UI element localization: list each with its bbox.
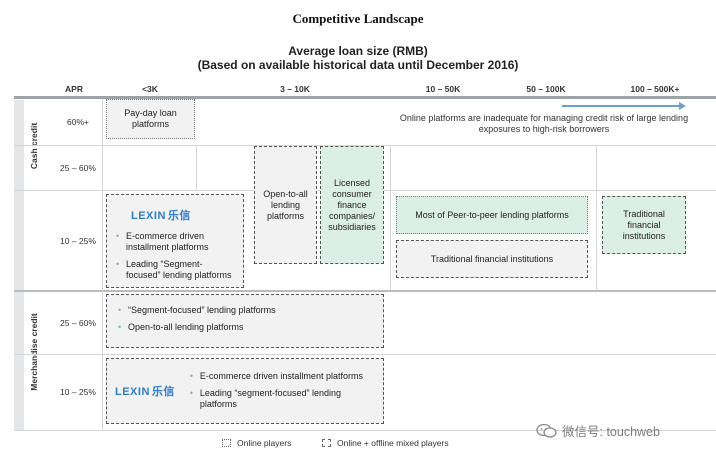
apr-row-10-25-merch: 10 – 25%: [60, 387, 96, 397]
side-band-merchandise: [14, 292, 24, 430]
col-header-3-10k: 3 – 10K: [280, 84, 310, 94]
apr-row-25-60-merch: 25 – 60%: [60, 318, 96, 328]
col-header-50-100k: 50 – 100K: [526, 84, 566, 94]
grid-line: [14, 145, 716, 146]
col-header-100-500k: 100 – 500K+: [630, 84, 680, 94]
arrow-line: [562, 105, 680, 107]
chart-title-line1: Average loan size (RMB): [288, 44, 428, 58]
side-band-cash: [14, 100, 24, 290]
chart-title: Average loan size (RMB) (Based on availa…: [0, 44, 716, 72]
watermark-text: 微信号: touchweb: [562, 425, 660, 439]
note-online-platforms: Online platforms are inadequate for mana…: [399, 113, 689, 134]
legend-swatch-dotted-icon: [222, 439, 231, 447]
grid-line-group-divider: [14, 290, 716, 292]
col-header-10-50k: 10 – 50K: [425, 84, 461, 94]
legend-online-label: Online players: [237, 438, 292, 448]
list-item: E-commerce driven installment platforms: [189, 371, 375, 382]
arrow-right-icon: [679, 102, 686, 110]
list-item: Leading “Segment-focused” lending platfo…: [115, 259, 237, 281]
apr-row-60plus: 60%+: [67, 117, 89, 127]
box-payday-loan-platforms: Pay-day loan platforms: [106, 99, 195, 139]
grid-line: [390, 145, 391, 290]
box-open-to-all-lending: Open-to-all lending platforms: [254, 146, 317, 264]
apr-row-25-60-cash: 25 – 60%: [60, 163, 96, 173]
apr-row-10-25-cash: 10 – 25%: [60, 236, 96, 246]
col-header-lt3k: <3K: [142, 84, 158, 94]
watermark: 微信号: touchweb: [536, 421, 660, 440]
box-licensed-consumer-finance: Licensed consumer finance companies/ sub…: [320, 146, 384, 264]
grid-line: [596, 145, 597, 290]
box-merchandise-25-60: “Segment-focused” lending platforms Open…: [106, 294, 384, 348]
lexin-logo-cn: 乐信: [151, 386, 175, 398]
legend-online: Online players: [222, 438, 291, 448]
row-group-merchandise-credit: Merchandise credit: [29, 313, 39, 391]
grid-line: [14, 354, 716, 355]
legend-swatch-dashed-icon: [322, 439, 331, 447]
row-group-cash-credit: Cash credit: [29, 122, 39, 170]
legend-mixed: Online + offline mixed players: [322, 438, 449, 448]
grid-line: [196, 145, 197, 190]
lexin-logo-en: LEXIN: [131, 210, 166, 222]
box-traditional-financial-institutions-large: Traditional financial institutions: [602, 196, 686, 254]
grid-line: [102, 99, 103, 430]
box-p2p-lending: Most of Peer-to-peer lending platforms: [396, 196, 588, 234]
list-item: “Segment-focused” lending platforms: [117, 305, 375, 316]
list-item: E-commerce driven installment platforms: [115, 231, 237, 253]
chart-title-line2: (Based on available historical data unti…: [197, 58, 519, 72]
lexin-logo-cn: 乐信: [167, 210, 191, 222]
list-item: Open-to-all lending platforms: [117, 322, 375, 333]
header-band: [14, 96, 716, 99]
col-header-apr: APR: [65, 84, 83, 94]
box-traditional-financial-institutions: Traditional financial institutions: [396, 240, 588, 278]
list-item: Leading “segment-focused” lending platfo…: [189, 388, 375, 410]
lexin-logo-en: LEXIN: [115, 386, 150, 398]
wechat-icon: [536, 423, 557, 438]
page-title: Competitive Landscape: [292, 11, 424, 26]
legend-mixed-label: Online + offline mixed players: [337, 438, 449, 448]
grid-line: [14, 430, 716, 431]
